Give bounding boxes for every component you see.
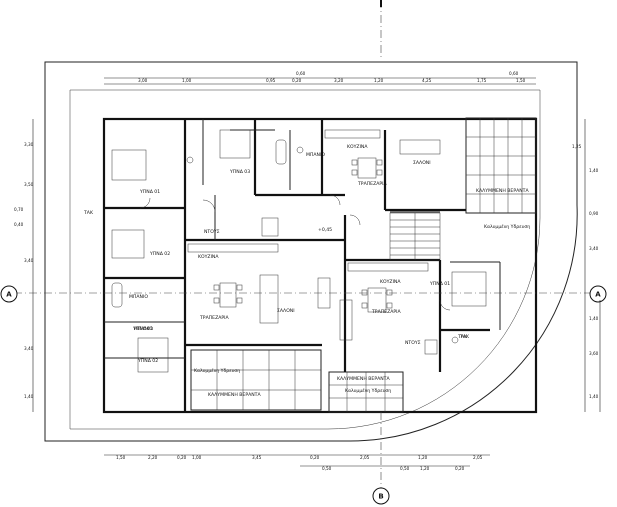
dim-top-row2: 1,75	[477, 78, 487, 83]
section-marker-a-left-label: A	[6, 291, 12, 299]
room-label-living: ΣΑΛΟΝΙ	[277, 308, 295, 314]
dimension-lines	[32, 77, 601, 467]
dim-right: 0,90	[589, 211, 599, 216]
room-label-covered-water: Καλυμμένη Υδρευση	[345, 387, 391, 394]
section-marker-b-bottom-label: B	[378, 493, 383, 501]
section-marker-a-left: A	[0, 285, 18, 303]
dim-top-row2: 0,20	[292, 78, 302, 83]
dim-top-row2: 3,00	[138, 78, 148, 83]
room-label-bedroom-02: ΥΠΝΔ 02	[149, 251, 170, 257]
room-label-bedroom-03: ΥΠΝΔ 03	[229, 169, 250, 175]
kitchen-counters	[187, 129, 429, 272]
dim-bottom-row1: 0,20	[310, 455, 320, 460]
dim-left: 0,70	[14, 207, 24, 212]
plot-offset-line	[69, 89, 541, 430]
dim-left: 3,50	[24, 182, 34, 187]
room-label-covered-veranda: ΚΑΛΥΜΜΕΝΗ ΒΕΡΑΝΤΑ	[337, 376, 390, 382]
dim-top-row2: 1,00	[182, 78, 192, 83]
dim-left: 1,40	[24, 394, 34, 399]
dim-right: 1,40	[589, 168, 599, 173]
veranda-top-right-grid	[466, 118, 536, 213]
dim-bottom-row2: 0,50	[322, 466, 332, 471]
dim-right: 3,40	[589, 246, 599, 251]
room-label-bedroom-01: ΥΠΝΔ 01	[429, 281, 450, 287]
dim-right: 1,25	[572, 144, 582, 149]
dim-bottom-row1: 2,20	[148, 455, 158, 460]
dim-bottom-row1: 3,45	[252, 455, 262, 460]
dim-bottom-row1: 0,20	[177, 455, 187, 460]
interior-walls	[104, 119, 490, 412]
dining-table-left	[213, 282, 243, 308]
room-label-covered-water: Καλυμμένη Υδρευση	[194, 367, 240, 374]
dim-top-row2: 3,20	[334, 78, 344, 83]
room-label-covered-water: Καλυμμένη Υδρευση	[484, 223, 530, 230]
veranda-bottom-left-grid	[191, 350, 321, 410]
dim-bottom-row1: 1,20	[418, 455, 428, 460]
room-label-tak: ΤΑΚ	[459, 334, 470, 340]
dim-top-row2: 1,20	[374, 78, 384, 83]
dim-top-row2: 0,95	[266, 78, 276, 83]
room-label-shower: ΝΤΟΥΣ	[204, 229, 220, 235]
section-marker-a-right-label: A	[595, 291, 601, 299]
building-outline	[102, 117, 538, 414]
room-label-bath: ΜΠΑΝΙΟ	[129, 294, 148, 300]
dimension-labels: 0,60 0,60 3,00 1,00 0,95 0,20 3,20 1,20 …	[14, 71, 599, 471]
dining-table-right	[361, 287, 393, 313]
dim-bottom-row1: 2,05	[360, 455, 370, 460]
room-label-dining: ΤΡΑΠΕΖΑΡΙΑ	[357, 181, 387, 187]
dim-right: 1,40	[589, 394, 599, 399]
bathroom-fixtures	[111, 139, 459, 355]
room-label-dining: ΤΡΑΠΕΖΑΡΙΑ	[199, 315, 229, 321]
room-label-bath: ΜΠΑΝΙΟ	[306, 152, 325, 158]
section-marker-a-right: A	[589, 285, 607, 303]
room-label-living: ΣΑΛΟΝΙ	[413, 160, 431, 166]
room-label-kitchen: ΚΟΥΖΙΝΑ	[198, 254, 219, 260]
room-label-shower: ΝΤΟΥΣ	[405, 340, 421, 346]
dim-left: 3,30	[24, 142, 34, 147]
room-label-kitchen: ΚΟΥΖΙΝΑ	[347, 144, 368, 150]
dim-bottom-row2: 0,50	[400, 466, 410, 471]
room-label-bedroom-02: ΥΠΝΔ 02	[137, 358, 158, 364]
door-swings	[139, 194, 451, 311]
room-label-covered-veranda: ΚΑΛΥΜΜΕΝΗ ΒΕΡΑΝΤΑ	[476, 188, 529, 194]
dim-top-row1: 0,60	[296, 71, 306, 76]
room-label-bedroom-01: ΥΠΝΔ 01	[139, 189, 160, 195]
room-labels: ΚΟΥΖΙΝΑ ΣΑΛΟΝΙ ΤΡΑΠΕΖΑΡΙΑ ΥΠΝΔ 03 ΥΠΝΔ 0…	[83, 144, 530, 398]
dim-left: 0,40	[14, 222, 24, 227]
staircase	[389, 212, 441, 261]
dim-right: 1,40	[589, 316, 599, 321]
room-label-tak: ΤΑΚ	[457, 334, 468, 340]
floor-level-mark: +0,45	[318, 227, 332, 233]
dim-top-row1: 0,60	[509, 71, 519, 76]
dim-right: 3,60	[589, 351, 599, 356]
dim-top-row2: 1,50	[516, 78, 526, 83]
dim-top-row2: 4,25	[422, 78, 432, 83]
beds	[111, 129, 487, 373]
site-boundary	[44, 61, 578, 442]
veranda-top-right	[465, 117, 537, 214]
dim-left: 3,40	[24, 346, 34, 351]
room-label-dining: ΤΡΑΠΕΖΑΡΙΑ	[371, 309, 401, 315]
dim-left: 3,40	[24, 258, 34, 263]
dining-table-top	[351, 157, 383, 179]
room-label-bedroom-01: ΥΠΝΔ 01	[132, 326, 153, 332]
veranda-bottom-left	[190, 349, 322, 411]
dim-bottom-row1: 1,50	[116, 455, 126, 460]
room-label-covered-veranda: ΚΑΛΥΜΜΕΝΗ ΒΕΡΑΝΤΑ	[208, 392, 261, 398]
dim-bottom-row2: 1,20	[420, 466, 430, 471]
room-label-kitchen: ΚΟΥΖΙΝΑ	[380, 279, 401, 285]
dim-bottom-row1: 2,05	[473, 455, 483, 460]
dim-bottom-row2: 0,20	[455, 466, 465, 471]
dim-bottom-row1: 1,00	[192, 455, 202, 460]
section-marker-b-bottom: B	[372, 487, 390, 505]
veranda-bottom-right-grid	[329, 372, 403, 412]
room-label-tak: ΤΑΚ	[83, 210, 94, 216]
room-label-bath: ΜΠΑΝΙΟ	[134, 326, 153, 332]
